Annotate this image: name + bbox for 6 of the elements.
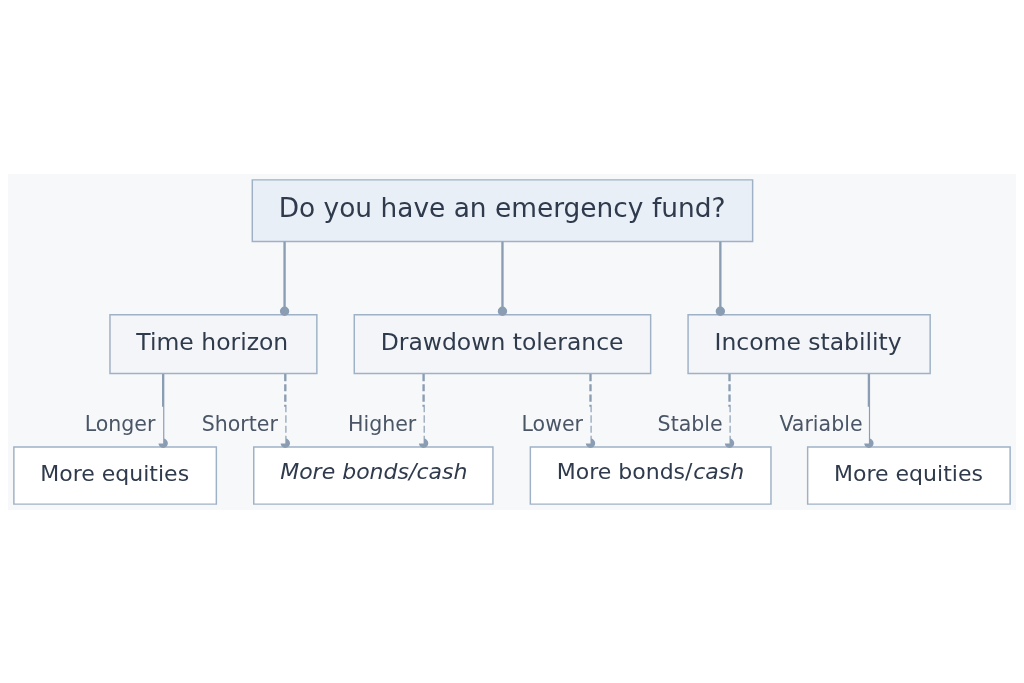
edge-label: Shorter — [201, 411, 278, 436]
edge-label: Higher — [348, 411, 417, 436]
edge-label: Variable — [779, 411, 863, 436]
edge-label: Lower — [521, 411, 584, 436]
edge-label: Longer — [84, 411, 156, 436]
edge-label: Stable — [657, 411, 723, 436]
